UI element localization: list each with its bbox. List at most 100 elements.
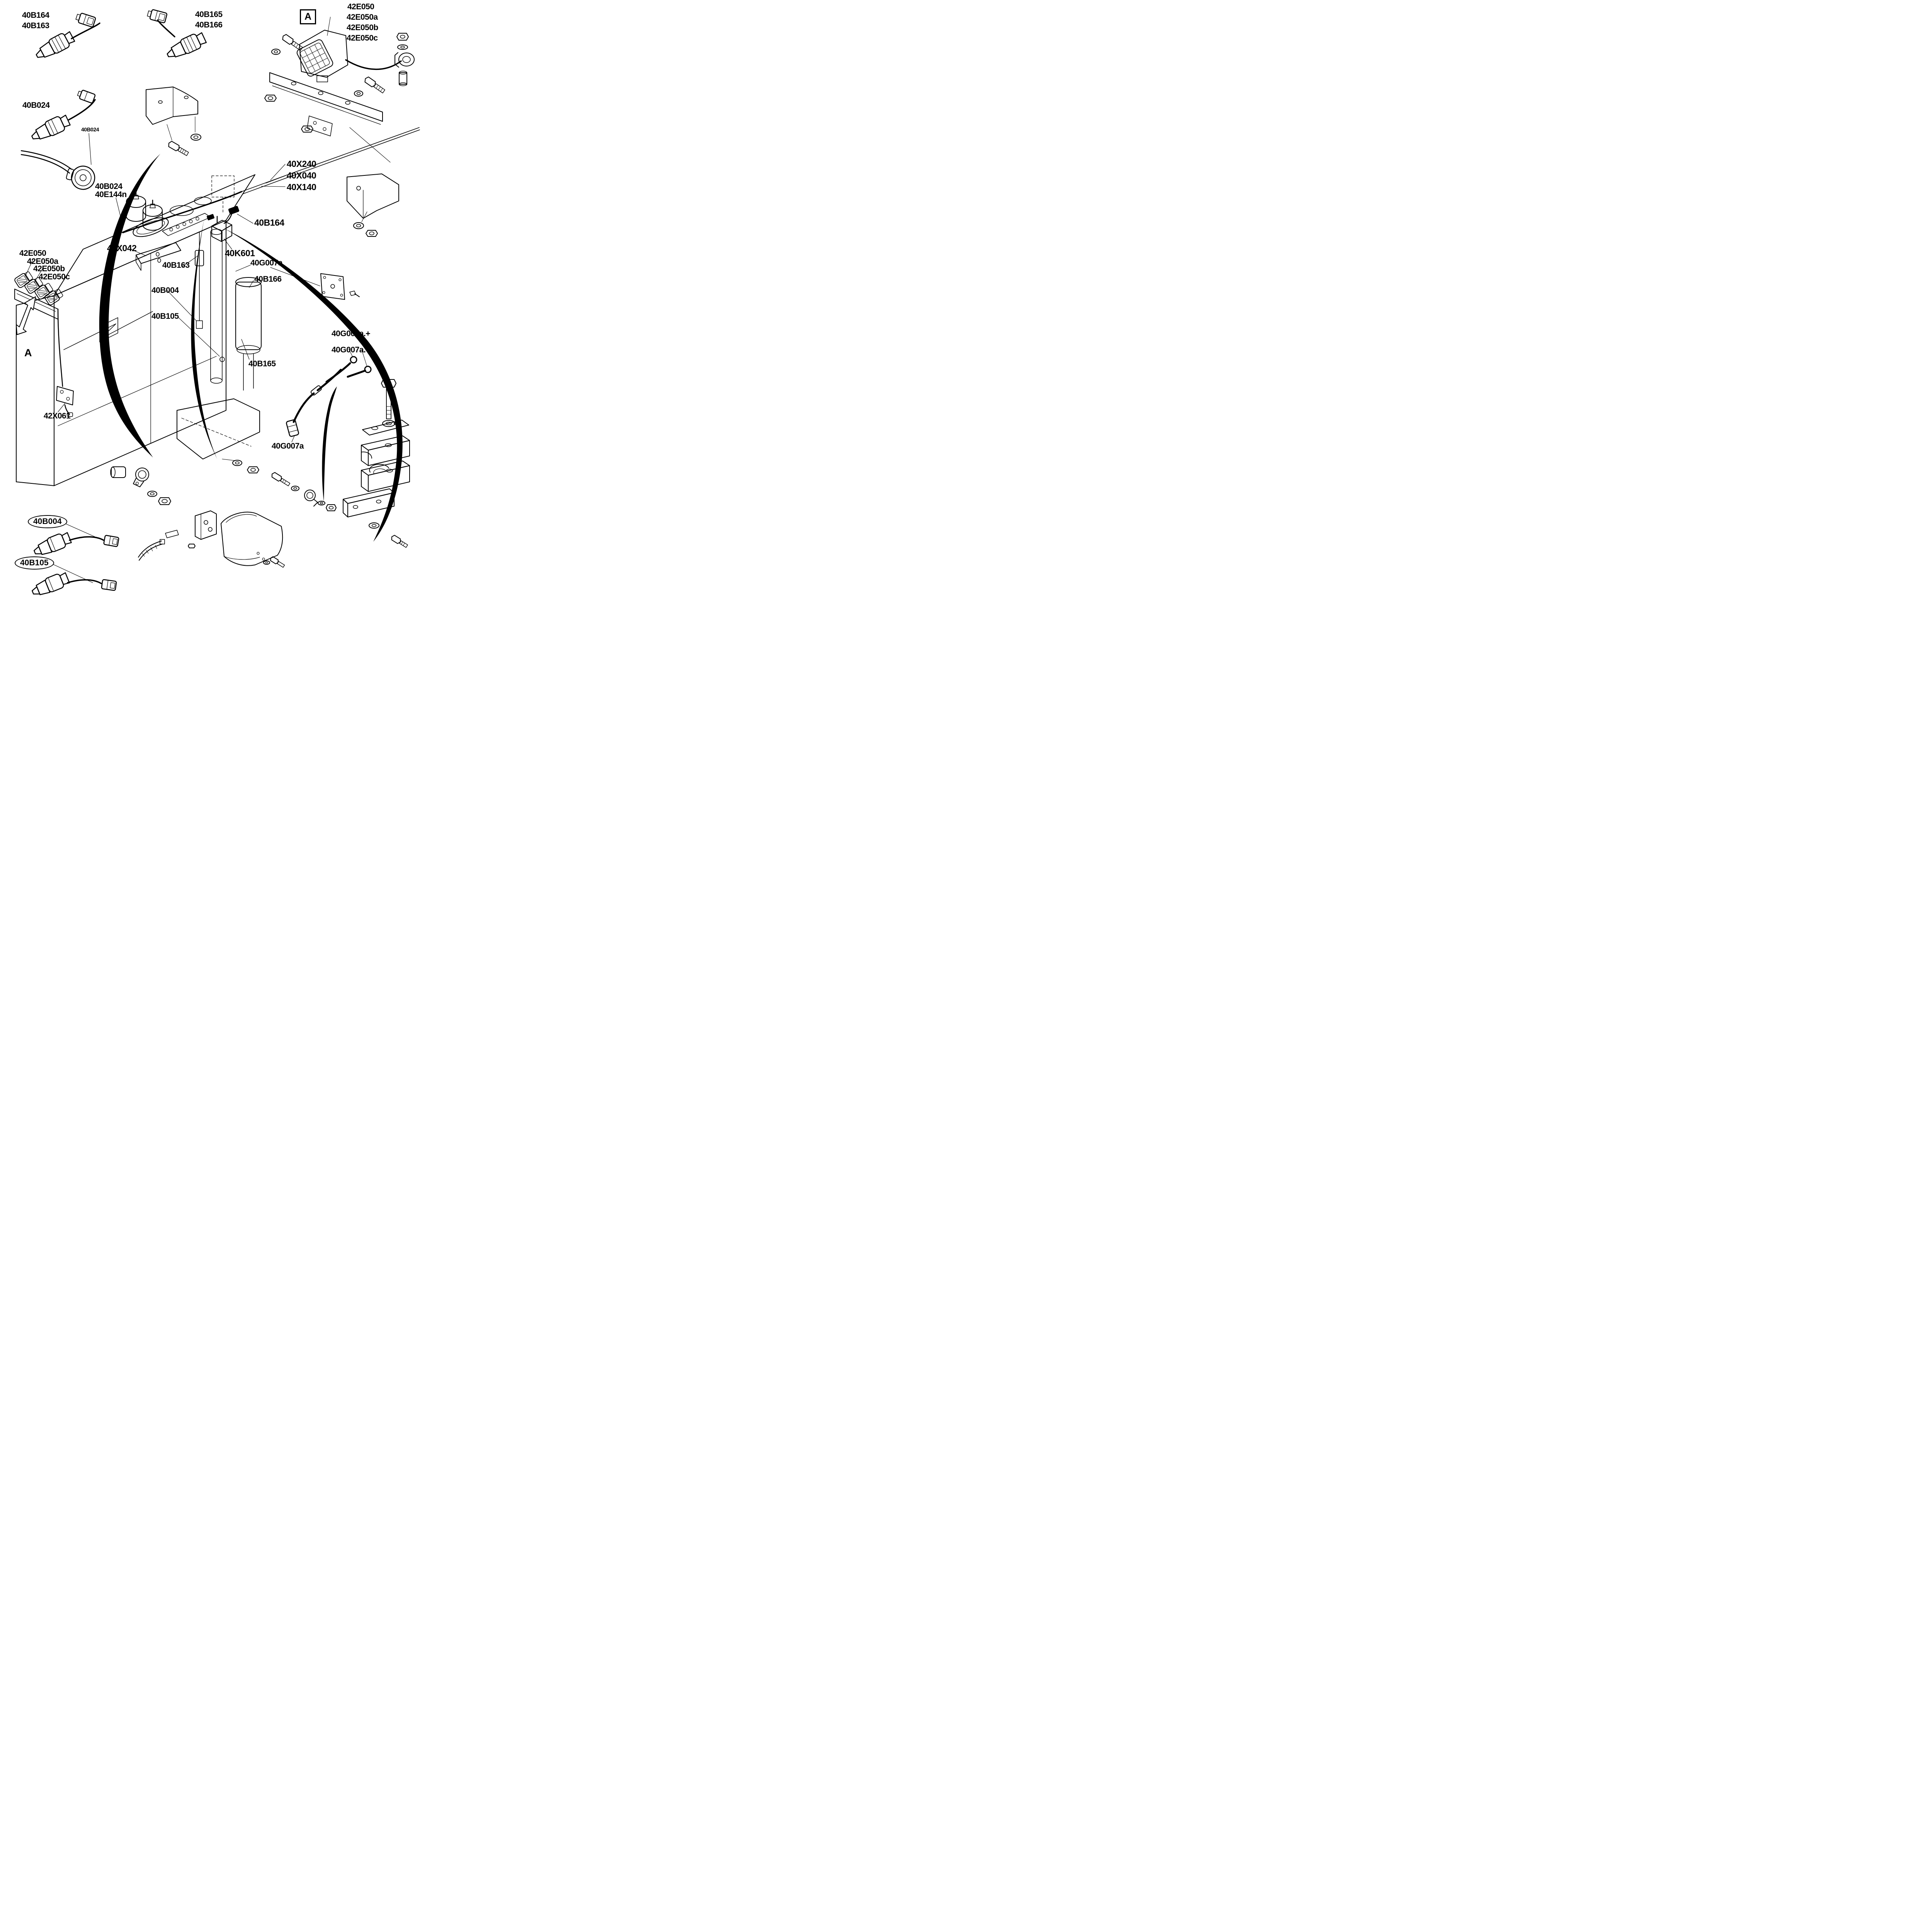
label-40B164-mid: 40B164 (254, 218, 284, 228)
label-42E050b-left: 42E050b (33, 264, 65, 273)
cable-assembly-40B105 (30, 571, 116, 595)
washer (398, 45, 408, 49)
lamp-grille (296, 39, 334, 77)
u-bracket (195, 511, 216, 539)
spacer-sleeve (111, 467, 126, 478)
bolt (167, 141, 189, 157)
bolt (270, 472, 291, 487)
view-a-box: A (300, 9, 316, 24)
work-lamp-4 (44, 288, 64, 306)
cable-cover-40X042 (136, 243, 181, 270)
washer (318, 501, 325, 505)
label-40B163-top: 40B163 (22, 21, 49, 30)
leader-lines (26, 128, 390, 583)
battery-connector (286, 420, 299, 437)
hardware-row-left (111, 467, 171, 505)
label-40B166-mid: 40B166 (254, 275, 282, 284)
label-40B105-oval: 40B105 (15, 556, 54, 570)
filter-housing (236, 277, 261, 390)
connector-40B004 (104, 535, 119, 547)
bolt (364, 76, 386, 94)
label-42E050-right: 42E050 (347, 2, 374, 11)
lamp-cable (346, 60, 401, 69)
washer (264, 561, 270, 565)
long-bolt (381, 379, 396, 419)
label-40B164-top: 40B164 (22, 11, 49, 20)
clamp-block-lower (361, 461, 410, 492)
flange-nut (265, 95, 276, 101)
connector-40B024 (77, 89, 95, 103)
bolt (281, 34, 303, 51)
connector-40B105 (102, 580, 117, 591)
swoosh-left (99, 154, 160, 457)
washer (233, 460, 242, 466)
label-40X140: 40X140 (287, 182, 316, 192)
cover-plate-40G007a (321, 274, 359, 299)
plate-screw (350, 291, 359, 297)
label-40G007a-connector: 40G007a (272, 442, 304, 451)
label-40B024-plug: 40B024 (81, 126, 99, 133)
shield-bracket-top (146, 87, 201, 156)
swoosh-arrows (99, 154, 403, 542)
nut (326, 505, 336, 511)
nut (247, 467, 259, 473)
bracket-42X061 (56, 309, 73, 417)
washer (191, 134, 201, 140)
angle-bracket (343, 489, 394, 517)
swoosh-small (322, 386, 337, 502)
breather-cap-1 (126, 191, 146, 221)
connector-40B164 (75, 12, 96, 27)
cover-shell (221, 512, 282, 565)
harness-connector-40B164 (224, 206, 240, 223)
flange-nut (301, 126, 313, 132)
label-40G007a-plate: 40G007a (250, 259, 282, 267)
view-a-arrow (16, 297, 36, 335)
p-clamp-grommet (133, 468, 149, 487)
swoosh-middle (191, 219, 217, 459)
cable-clamp-grommet (395, 53, 414, 67)
label-40B004-oval: 40B004 (28, 515, 67, 528)
label-40K601: 40K601 (225, 248, 255, 258)
swoosh-right (223, 228, 403, 542)
label-42E050a-left: 42E050a (27, 257, 58, 266)
label-40B004-mid: 40B004 (151, 286, 179, 295)
label-40B165-top: 40B165 (195, 10, 223, 19)
label-40G007a-plus: 40G007a.+ (332, 329, 371, 338)
wiring-harness (123, 192, 242, 233)
cover-group-bottom (138, 511, 285, 568)
label-40G007a-minus: 40G007a.- (332, 345, 368, 354)
label-40B024-sensor: 40B024 (22, 101, 50, 110)
parts-diagram-page: 40B164 40B163 40B165 40B166 A 42E050 42E… (0, 0, 435, 595)
lamp-assembly-topright (265, 17, 414, 136)
washer (369, 523, 379, 528)
label-42X061: 42X061 (44, 412, 71, 420)
screw (390, 534, 408, 548)
shield-plate-bottom (177, 399, 260, 473)
hydraulic-tank (16, 128, 420, 486)
clamp-stack-right (343, 379, 410, 548)
label-42E050c-right: 42E050c (347, 34, 378, 43)
nut (158, 498, 171, 505)
ring-terminal-plus (350, 357, 357, 363)
shield-bracket-right (347, 174, 399, 236)
work-lamp-3 (34, 282, 54, 300)
ring-terminal-minus (348, 366, 371, 377)
spacer-sleeve (399, 71, 407, 86)
washer (272, 49, 280, 54)
nut (397, 33, 408, 40)
label-42E050c-left: 42E050c (39, 272, 70, 281)
tiny-nut (188, 544, 195, 548)
label-40X042: 40X042 (107, 243, 137, 253)
breather-cap-2 (143, 200, 162, 230)
diagram-art (0, 0, 435, 595)
washer (291, 486, 299, 491)
hardware-row-mid (270, 472, 336, 511)
round-connector (65, 162, 97, 192)
label-42E050-left: 42E050 (19, 249, 46, 258)
cable-tie (138, 539, 165, 560)
mounting-bar (270, 73, 383, 136)
nut (366, 230, 378, 236)
view-a-letter: A (24, 347, 32, 359)
label-40E144n: 40E144n (95, 190, 127, 199)
label-40X040: 40X040 (287, 170, 316, 180)
